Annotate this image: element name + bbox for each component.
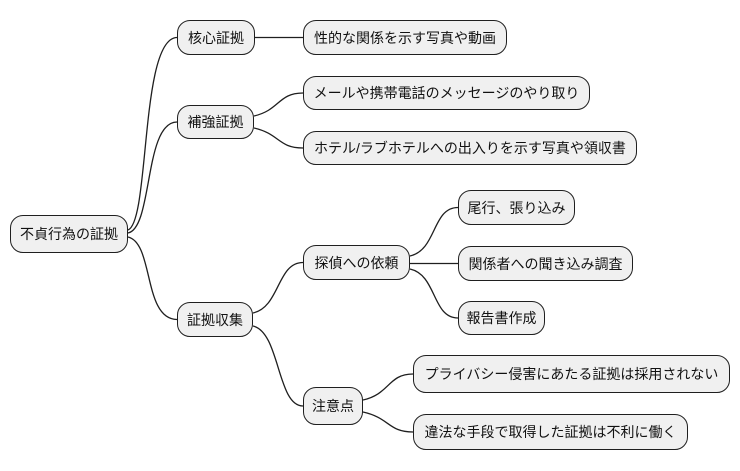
edge-chuui-privacy (362, 373, 414, 401)
node-report-creation: 報告書作成 (458, 301, 545, 335)
node-root-infidelity-evidence: 不貞行為の証拠 (10, 215, 128, 253)
edge-root-hokyou (127, 121, 178, 234)
edge-shoko-tantei (252, 261, 304, 314)
edge-tantei-houkoku (409, 268, 459, 319)
node-privacy-violation-evidence: プライバシー侵害にあたる証拠は採用されない (413, 355, 730, 393)
node-core-evidence: 核心証拠 (177, 20, 255, 55)
edge-tantei-bikou (409, 206, 459, 257)
node-email-message-exchanges: メールや携帯電話のメッセージのやり取り (303, 76, 590, 110)
node-supporting-evidence: 補強証拠 (177, 105, 254, 139)
edge-root-kakushin (127, 36, 178, 231)
edge-hokyou-hotel (253, 127, 304, 149)
node-evidence-collection: 証拠収集 (177, 302, 253, 337)
edge-hokyou-mail (253, 92, 304, 117)
node-illegal-means-evidence: 違法な手段で取得した証拠は不利に働く (413, 414, 688, 450)
edge-chuui-ihou (362, 411, 414, 433)
edge-shoko-chuui (252, 325, 304, 407)
node-hotel-photos-receipts: ホテル/ラブホテルへの出入りを示す写真や領収書 (303, 131, 637, 165)
node-cautions: 注意点 (303, 387, 363, 425)
node-interview-investigation: 関係者への聞き込み調査 (458, 246, 633, 281)
node-sexual-relation-photos: 性的な関係を示す写真や動画 (303, 20, 507, 55)
node-detective-request: 探偵への依頼 (303, 245, 410, 280)
node-tailing-stakeout: 尾行、張り込み (458, 190, 575, 225)
edge-root-shoko (127, 236, 178, 321)
